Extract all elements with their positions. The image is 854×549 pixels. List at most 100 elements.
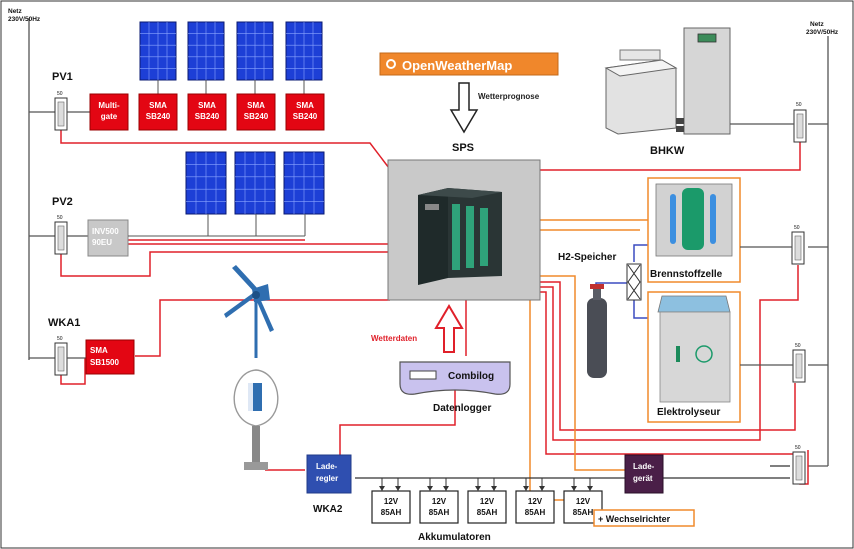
battery-label: 12V [384,497,399,506]
charger-label-line2: gerät [633,474,653,483]
electrolyser-label: Elektrolyseur [657,407,720,418]
meter-fuel-cell: 50 [791,225,805,265]
inverter-label: SB240 [293,112,318,121]
battery-label: 12V [432,497,447,506]
meter-label: 50 [795,343,801,349]
pv1-title: PV1 [52,71,73,83]
valve-icon [626,263,642,301]
charge-controller-label-line1: Lade- [316,462,338,471]
wind-turbine-horizontal-icon [224,265,274,358]
battery-inverter: + Wechselrichter [593,509,695,527]
wka1-title: WKA1 [48,317,80,329]
wka1-inverter: SMA SB1500 [85,339,135,375]
combilog-label: Combilog [448,371,494,382]
battery-label: 85AH [573,508,594,517]
meters: 50 50 50 50 50 50 50 [54,91,807,485]
pv2-inverter-label-line2: 90EU [92,238,112,247]
pv2-title: PV2 [52,196,73,208]
h2-storage-label: H2-Speicher [558,252,616,263]
batteries: 12V 85AH 12V 85AH 12V 85AH 12V 85AH 12V 85AH [371,478,603,524]
meter-label: 50 [57,336,63,342]
inverter-label: Multi- [98,101,120,110]
meter-battery: 50 [792,445,806,485]
sma-inverter: SMA SB240 [236,93,276,131]
sma-inverter: SMA SB240 [187,93,227,131]
wka1-inverter-label-line2: SB1500 [90,358,119,367]
gas-cylinder-icon [587,284,607,378]
inverter-label: SMA [149,101,167,110]
grid-label-right-line2: 230V/50Hz [806,29,839,36]
grid-label-left-line2: 230V/50Hz [8,16,41,23]
weather-data-arrow-icon [434,304,464,353]
inverter-label: SB240 [146,112,171,121]
pv1-panels [139,21,323,94]
battery-cell: 12V 85AH [419,478,459,524]
weather-data-label: Wetterdaten [371,334,417,343]
openweathermap-label: OpenWeatherMap [402,58,512,73]
solar-panel-icon [236,21,274,81]
inverter-label: SMA [296,101,314,110]
bhkw-unit-icon [604,27,731,135]
inverter-label: SB240 [195,112,220,121]
plc-icon [418,188,502,285]
grid-wiring [28,18,829,467]
sps-label: SPS [452,142,474,154]
pv2-inverter-label-line1: INV500 [92,227,119,236]
battery-label: 85AH [381,508,402,517]
inverter-label: SB240 [244,112,269,121]
battery-label: 85AH [429,508,450,517]
forecast-label: Wetterprognose [478,92,540,101]
battery-cell: 12V 85AH [371,478,411,524]
battery-cell: 12V 85AH [563,478,603,524]
sma-inverter: SMA SB240 [285,93,325,131]
fuel-cell-label: Brennstoffzelle [650,269,723,280]
meter-label: 50 [794,225,800,231]
battery-inverter-label: + Wechselrichter [598,514,671,524]
multigate-box: Multi-gate [89,93,129,131]
sma-inverter: SMA SB240 [138,93,178,131]
battery-label: 85AH [477,508,498,517]
forecast-arrow-icon [449,82,479,134]
wka1-inverter-label-line1: SMA [90,346,108,355]
meter-pv1: 50 [54,91,68,131]
solar-panel-icon [283,151,325,215]
solar-panel-icon [187,21,225,81]
battery-label: 12V [576,497,591,506]
battery-label: 12V [480,497,495,506]
meter-label: 50 [795,445,801,451]
charger: Lade- gerät [624,454,664,494]
wka2-title: WKA2 [313,504,343,515]
sps-controller [387,159,541,301]
battery-label: 85AH [525,508,546,517]
inverter-label: SMA [198,101,216,110]
meter-bhkw: 50 [793,102,807,143]
pv2-panels [185,151,325,215]
inverter-label: SMA [247,101,265,110]
electrolyser-box: Elektrolyseur [647,291,741,423]
datenlogger-caption: Datenlogger [433,403,491,414]
solar-panel-icon [234,151,276,215]
fuel-cell-box: Brennstoffzelle [647,177,741,283]
battery-cell: 12V 85AH [467,478,507,524]
battery-bus [355,465,790,479]
pv2-panel-wiring [128,214,306,237]
openweathermap-logo: OpenWeatherMap [379,52,559,76]
charge-controller: Lade- regler [306,454,352,494]
meter-wka1: 50 [54,336,68,376]
meter-label: 50 [57,91,63,97]
pv2-inverter: INV500 90EU [87,219,129,257]
grid-label-left-line1: Netz [8,8,22,15]
pv1-inverters: Multi-gate SMA SB240 SMA SB240 SMA SB240 SMA SB2… [89,93,325,131]
meter-label: 50 [57,215,63,221]
meter-pv2: 50 [54,215,68,255]
inverter-label: gate [101,112,118,121]
battery-cell: 12V 85AH [515,478,555,524]
solar-panel-icon [185,151,227,215]
bhkw-label: BHKW [650,145,685,157]
meter-label: 50 [796,102,802,108]
batteries-caption: Akkumulatoren [418,532,491,543]
battery-label: 12V [528,497,543,506]
charge-controller-label-line2: regler [316,474,338,483]
solar-panel-icon [285,21,323,81]
